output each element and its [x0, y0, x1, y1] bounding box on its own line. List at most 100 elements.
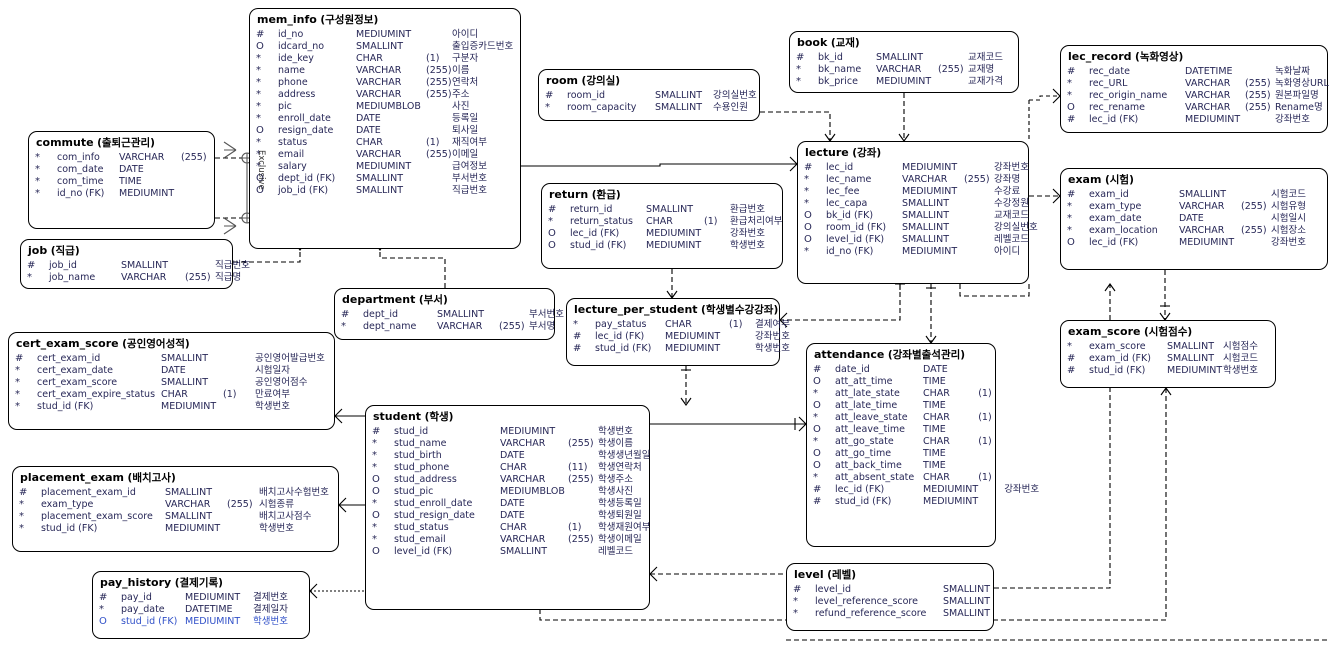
- entity-lecture_per_student[interactable]: lecture_per_student (학생별수강강좌)*pay_status…: [566, 298, 790, 366]
- attribute-row[interactable]: *id_no (FK)MEDIUMINT: [35, 188, 207, 200]
